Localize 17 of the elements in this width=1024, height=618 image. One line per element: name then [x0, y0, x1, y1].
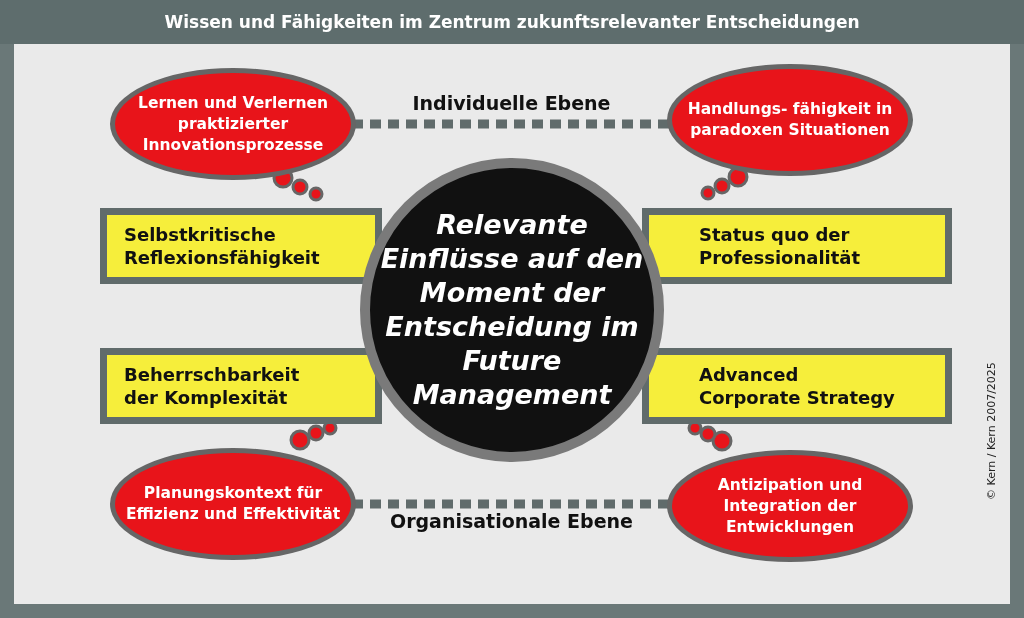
edge-label: Organisationale Ebene [389, 510, 634, 532]
highlight-bar [642, 208, 952, 284]
center-text: Relevante Einflüsse auf den Moment der Entscheidung im Future Management [379, 208, 645, 412]
bar-text: Status quo der Professionalität [699, 223, 862, 269]
title-banner: Wissen und Fähigkeiten im Zentrum zukunftsrelevanter Entscheidungen [0, 0, 1024, 44]
bubble-text: Antizipation und Integration der Entwicklungen [716, 474, 864, 538]
bar-text: Beherrschbarkeit der Komplexität [124, 363, 301, 409]
highlight-bar [642, 348, 952, 424]
edge-label: Individuelle Ebene [411, 92, 612, 114]
highlight-bar [100, 348, 382, 424]
copyright-note: © Kern / Kern 2007/2025 [985, 362, 998, 500]
bubble-text: Lernen und Verlernen praktizierter Innovationsprozesse [137, 92, 329, 156]
bubble-text: Handlungs- fähigkeit in paradoxen Situationen [686, 99, 894, 141]
bar-text: Selbstkritische Reflexionsfähigkeit [124, 223, 321, 269]
bar-text: Advanced Corporate Strategy [699, 363, 896, 409]
bubble-text: Planungskontext für Effizienz und Effektivität [125, 483, 341, 525]
highlight-bar [100, 208, 382, 284]
